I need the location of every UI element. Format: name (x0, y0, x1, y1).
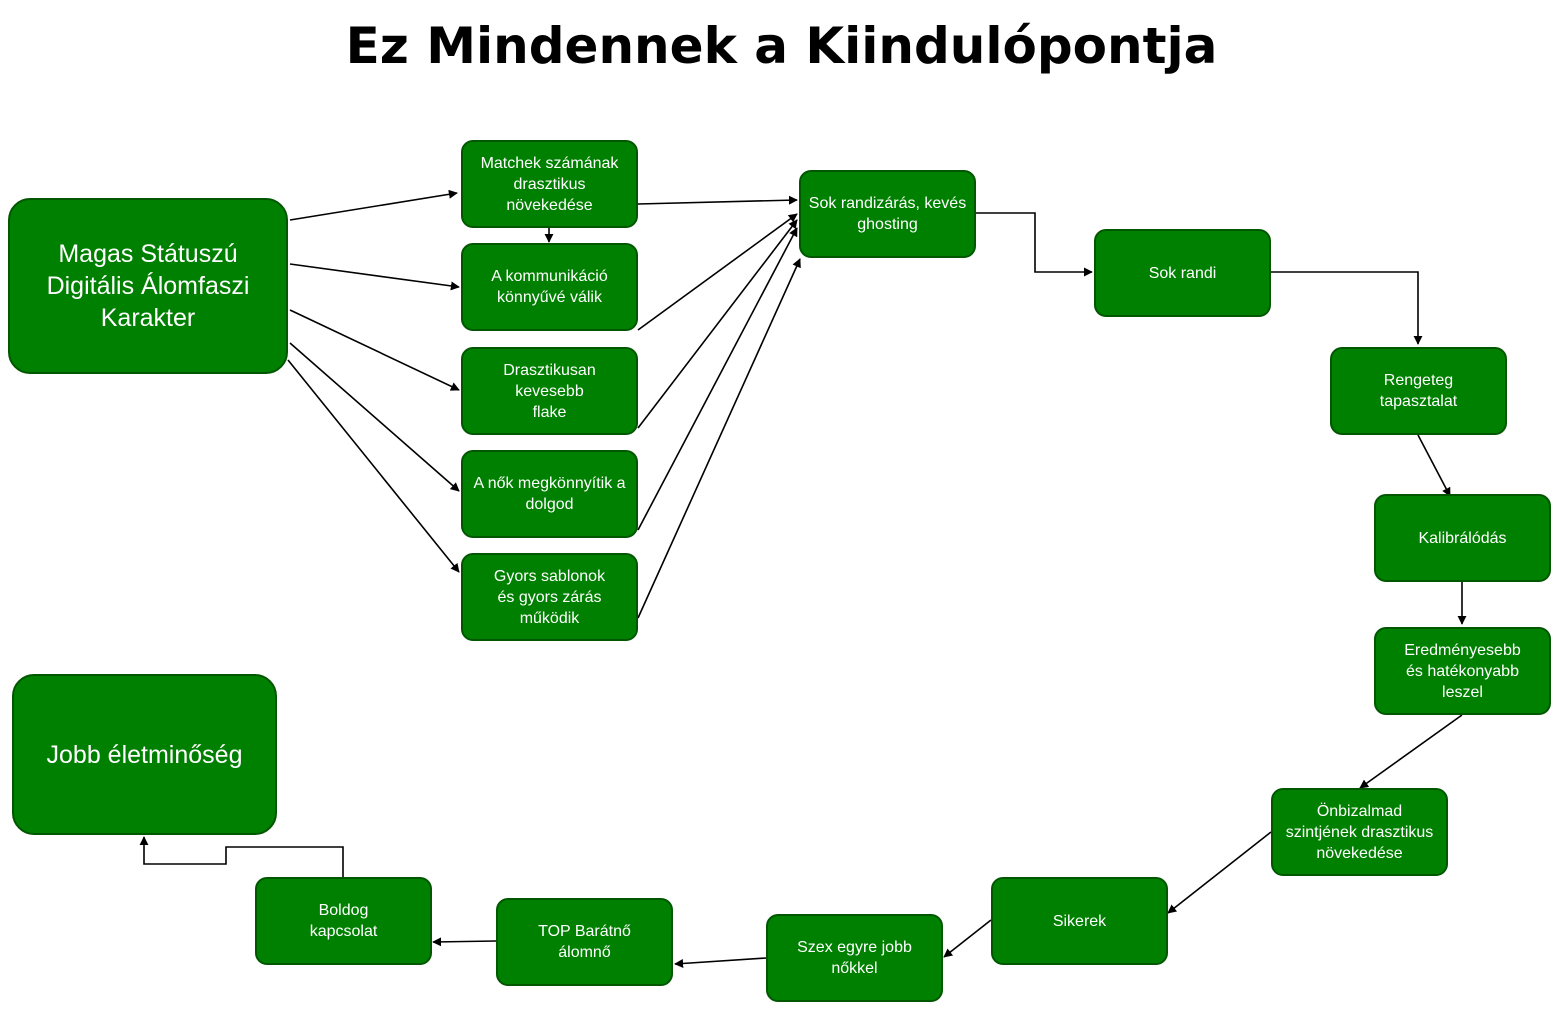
node-kommunikacio: A kommunikáció könnyűvé válik (461, 243, 638, 331)
node-eletminoseg: Jobb életminőség (12, 674, 277, 835)
node-kapcsolat: Boldog kapcsolat (255, 877, 432, 965)
edge-kapcsolat-to-eletminoseg (139, 836, 344, 877)
edge-start-to-nok (289, 342, 460, 492)
edge-sablonok-to-randizaras (637, 258, 801, 619)
edge-start-to-kommunikacio (289, 263, 460, 291)
edge-nok-to-randizaras (637, 227, 798, 531)
node-eredmenyesebb: Eredményesebb és hatékonyabb leszel (1374, 627, 1551, 715)
edge-matchek-to-randizaras (637, 195, 798, 205)
node-onbizalom: Önbizalmad szintjének drasztikus növeked… (1271, 788, 1448, 876)
node-tapasztalat: Rengeteg tapasztalat (1330, 347, 1507, 435)
node-start: Magas Státuszú Digitális Álomfaszi Karak… (8, 198, 288, 374)
node-nok: A nők megkönnyítik a dolgod (461, 450, 638, 538)
node-sablonok: Gyors sablonok és gyors zárás működik (461, 553, 638, 641)
node-kalibralodas: Kalibrálódás (1374, 494, 1551, 582)
edge-start-to-flake (289, 309, 460, 391)
edge-start-to-sablonok (287, 359, 460, 573)
edge-randizaras-to-randi (976, 212, 1093, 277)
edge-group (139, 189, 1467, 968)
edge-start-to-matchek (289, 189, 458, 221)
edge-randi-to-tapasztalat (1271, 271, 1423, 345)
node-randizaras: Sok randizárás, kevés ghosting (799, 170, 976, 258)
diagram-title: Ez Mindennek a Kiindulópontja (345, 17, 1218, 75)
edge-eredmenyesebb-to-onbizalom (1359, 714, 1463, 789)
edge-kommunikacio-to-randizaras (637, 213, 798, 331)
edge-szex-to-baratno (674, 957, 767, 968)
node-randi: Sok randi (1094, 229, 1271, 317)
edge-sikerek-to-szex (943, 919, 992, 958)
node-flake: Drasztikusan kevesebb flake (461, 347, 638, 435)
node-matchek: Matchek számának drasztikus növekedése (461, 140, 638, 228)
edge-onbizalom-to-sikerek (1167, 831, 1272, 914)
edge-flake-to-randizaras (637, 219, 798, 429)
node-baratno: TOP Barátnő álomnő (496, 898, 673, 986)
edge-baratno-to-kapcsolat (432, 937, 497, 947)
node-sikerek: Sikerek (991, 877, 1168, 965)
node-szex: Szex egyre jobb nőkkel (766, 914, 943, 1002)
edge-tapasztalat-to-kalibralodas (1417, 434, 1451, 497)
